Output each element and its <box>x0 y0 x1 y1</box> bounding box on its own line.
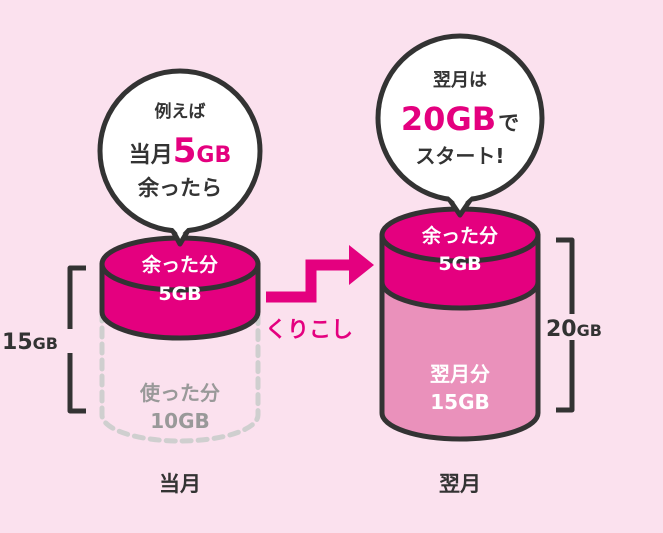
used-label-2: 10GB <box>150 409 210 433</box>
allotment-label-1: 翌月分 <box>430 362 490 386</box>
leftover-label-2: 5GB <box>158 283 201 305</box>
bubble-left-highlight-unit: GB <box>196 143 231 168</box>
carryover-arrowhead <box>349 245 374 285</box>
current-month-speech-bubble <box>97 68 263 247</box>
current-month-cylinder <box>99 235 261 444</box>
next-month-total: 20GB <box>546 317 602 342</box>
current-month-label: 当月 <box>159 472 201 496</box>
leftover-label-1: 余った分 <box>141 253 218 276</box>
used-label-1: 使った分 <box>139 381 220 405</box>
bubble-left-line3: 余ったら <box>137 176 222 200</box>
bubble-right-line2: 20GBで <box>401 100 519 138</box>
bubble-left-highlight-num: 5 <box>173 131 197 171</box>
carryover-arrow <box>266 259 352 303</box>
next-month-cylinder <box>379 206 541 442</box>
bubble-left-line1: 例えば <box>155 101 206 122</box>
current-month-total: 15GB <box>2 330 58 355</box>
carried-label-2: 5GB <box>438 253 481 275</box>
bracket-label-bg <box>26 329 86 353</box>
bubble-right-highlight: 20GB <box>401 100 496 138</box>
allotment-portion <box>379 279 541 442</box>
allotment-label-2: 15GB <box>430 390 490 414</box>
bubble-right-line1: 翌月は <box>433 70 487 91</box>
bubble-right-line3: スタート! <box>415 144 504 168</box>
next-month-label: 翌月 <box>439 472 481 496</box>
next-month-speech-bubble <box>375 33 545 218</box>
carryover-label: くりこし <box>265 318 353 343</box>
bracket-label-bg <box>545 314 615 340</box>
bubble-left-line2: 当月5GB <box>129 131 232 171</box>
used-portion-outline <box>99 309 261 444</box>
carried-label-1: 余った分 <box>421 224 498 247</box>
